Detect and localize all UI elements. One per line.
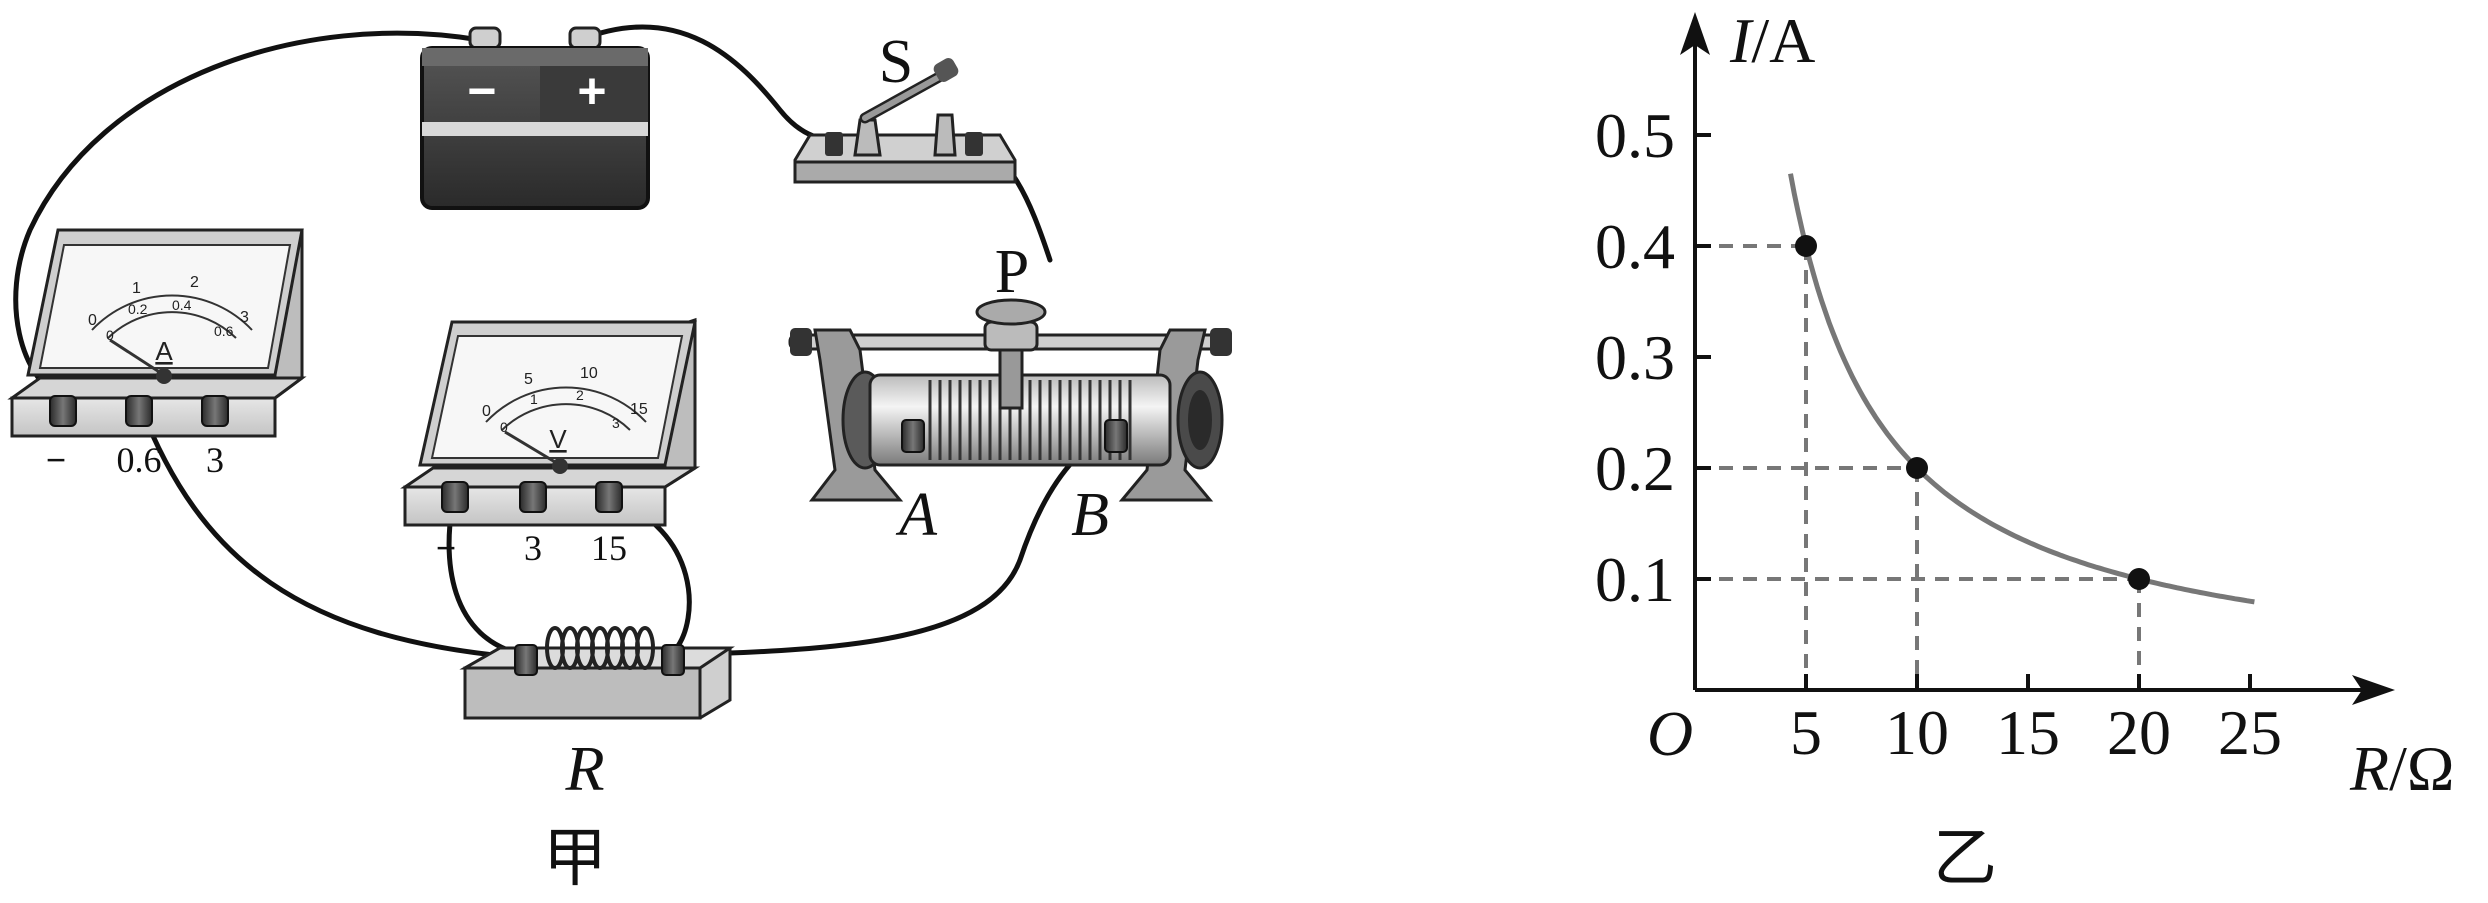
i-r-curve: [1788, 173, 2255, 605]
rheostat-slider-label: P: [995, 238, 1029, 306]
ammeter-symbol: A: [155, 336, 173, 366]
battery-positive-symbol: +: [577, 63, 606, 119]
voltmeter-terminal-3: 3: [524, 528, 542, 568]
switch-label: S: [879, 28, 913, 96]
i-r-graph: 5 10 15 20 25 0.1 0.2 0.3 0.4 0.5 O I/A R/Ω 乙: [1595, 5, 2454, 894]
resistor: R: [459, 626, 735, 804]
voltmeter-symbol: V: [549, 424, 567, 454]
x-axis-label-unit: /Ω: [2389, 733, 2454, 804]
y-tick-label-0.5: 0.5: [1595, 100, 1675, 171]
voltmeter-dial-inner-3: 3: [612, 415, 620, 431]
ammeter-dial-inner-3: 0.6: [214, 323, 234, 339]
y-tick-label-0.1: 0.1: [1595, 544, 1675, 615]
figure-left-caption: 甲: [543, 823, 607, 894]
ammeter-terminal-neg: −: [46, 440, 67, 480]
x-axis-label: R/Ω: [2349, 733, 2454, 804]
voltmeter-terminal-neg: −: [436, 528, 457, 568]
y-axis-label-unit: /A: [1751, 5, 1815, 76]
y-tick-label-0.2: 0.2: [1595, 433, 1675, 504]
dashed-guides: [1695, 244, 2141, 690]
ammeter-dial-inner-1: 0.2: [128, 301, 148, 317]
circuit-diagram: − + S 0 1 2: [7, 24, 1232, 894]
data-point-0: [1795, 235, 1817, 257]
x-tick-label-15: 15: [1996, 697, 2060, 768]
ammeter-terminal-0-6: 0.6: [117, 440, 162, 480]
voltmeter-knobs: [441, 481, 623, 513]
rheostat-end-b-label: B: [1071, 481, 1109, 549]
x-axis-arrow: [2352, 675, 2395, 705]
y-axis-label: I/A: [1729, 5, 1815, 76]
x-tick-label-10: 10: [1885, 697, 1949, 768]
voltmeter-dial-outer-3: 15: [630, 401, 648, 418]
ammeter-dial-inner-2: 0.4: [172, 297, 192, 313]
data-point-2: [2128, 568, 2150, 590]
x-tick-label-20: 20: [2107, 697, 2171, 768]
rheostat: P A B: [788, 238, 1232, 549]
x-axis-label-var: R: [2349, 733, 2389, 804]
y-axis-label-var: I: [1729, 5, 1754, 76]
voltmeter-dial-outer-2: 10: [580, 365, 598, 382]
rheostat-end-a-label: A: [895, 481, 938, 549]
ammeter: 0 1 2 3 0 0.2 0.4 0.6 A − 0.6 3: [7, 228, 307, 480]
wire-battery-ammeter: [13, 30, 483, 403]
y-tick-label-0.3: 0.3: [1595, 322, 1675, 393]
switch: S: [793, 28, 1017, 184]
battery: − +: [420, 26, 650, 210]
wire-ammeter-resistor: [137, 402, 528, 661]
x-tick-label-5: 5: [1790, 697, 1822, 768]
ammeter-dial-outer-1: 1: [132, 280, 141, 297]
voltmeter-dial-inner-2: 2: [576, 387, 584, 403]
voltmeter-dial-outer-0: 0: [482, 403, 491, 420]
voltmeter: 0 5 10 15 0 1 2 3 V − 3 15: [400, 317, 701, 568]
ammeter-dial-outer-2: 2: [190, 274, 199, 291]
ammeter-terminal-3: 3: [206, 440, 224, 480]
data-point-1: [1906, 457, 1928, 479]
resistor-coil: [545, 626, 655, 670]
y-axis-arrow: [1680, 12, 1710, 55]
figure-right-caption: 乙: [1933, 823, 1997, 894]
ammeter-dial-outer-3: 3: [240, 309, 249, 326]
data-points: [1795, 235, 2150, 590]
axis-ticks: 5 10 15 20 25 0.1 0.2 0.3 0.4 0.5: [1595, 100, 2282, 768]
resistor-label: R: [564, 733, 604, 804]
ammeter-dial-inner-0: 0: [106, 327, 114, 343]
battery-negative-symbol: −: [467, 63, 496, 119]
ammeter-knobs: [49, 395, 229, 427]
x-tick-label-25: 25: [2218, 697, 2282, 768]
voltmeter-terminal-15: 15: [591, 528, 627, 568]
rheostat-coil: [928, 380, 1132, 460]
voltmeter-dial-inner-0: 0: [500, 419, 508, 435]
voltmeter-dial-inner-1: 1: [530, 391, 538, 407]
y-tick-label-0.4: 0.4: [1595, 211, 1675, 282]
ammeter-dial-outer-0: 0: [88, 312, 97, 329]
graph-axes: [1680, 12, 2395, 705]
origin-label: O: [1647, 698, 1693, 769]
voltmeter-dial-outer-1: 5: [524, 371, 533, 388]
